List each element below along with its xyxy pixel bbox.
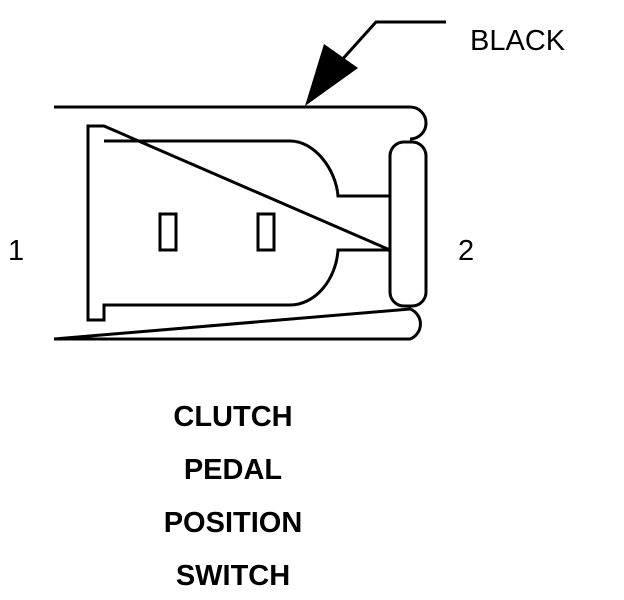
connector-housing-outline bbox=[53, 105, 428, 341]
terminal-slot-2 bbox=[256, 212, 276, 252]
pin-1-label: 1 bbox=[8, 235, 25, 267]
caption-line-1: CLUTCH bbox=[173, 401, 293, 433]
caption-line-3: POSITION bbox=[163, 507, 303, 539]
connector-inner-cavity bbox=[86, 124, 391, 322]
caption-line-2: PEDAL bbox=[183, 454, 283, 486]
callout-arrowhead bbox=[305, 44, 358, 106]
pin-2-label: 2 bbox=[458, 235, 475, 267]
wire-color-label: BLACK bbox=[470, 25, 566, 57]
terminal-slot-1 bbox=[158, 212, 178, 252]
callout-leader-line bbox=[338, 20, 446, 64]
caption-line-4: SWITCH bbox=[175, 560, 291, 592]
connector-locking-tab bbox=[388, 140, 428, 308]
